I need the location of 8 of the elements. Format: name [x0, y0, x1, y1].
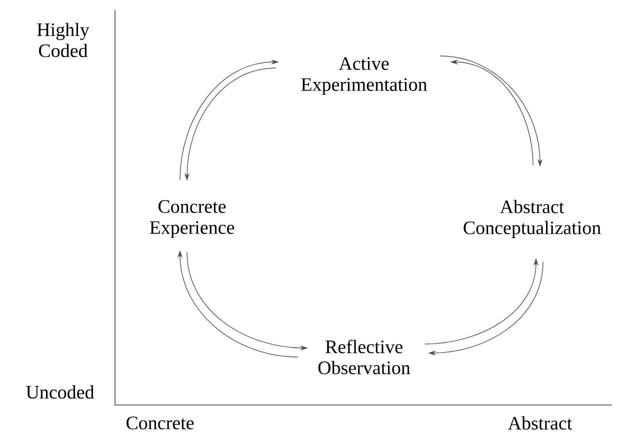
axis-label: Abstract: [508, 416, 572, 430]
axis-label: Uncoded: [26, 385, 94, 399]
concept-label: Active Experimentation: [301, 57, 428, 95]
axis-label: Concrete: [126, 416, 194, 430]
concept-label: Reflective Observation: [318, 340, 410, 374]
concept-label: Abstract Conceptualization: [464, 200, 601, 238]
concept-label: Concrete Experience: [150, 200, 234, 238]
axis-label: Highly Coded: [37, 22, 90, 58]
